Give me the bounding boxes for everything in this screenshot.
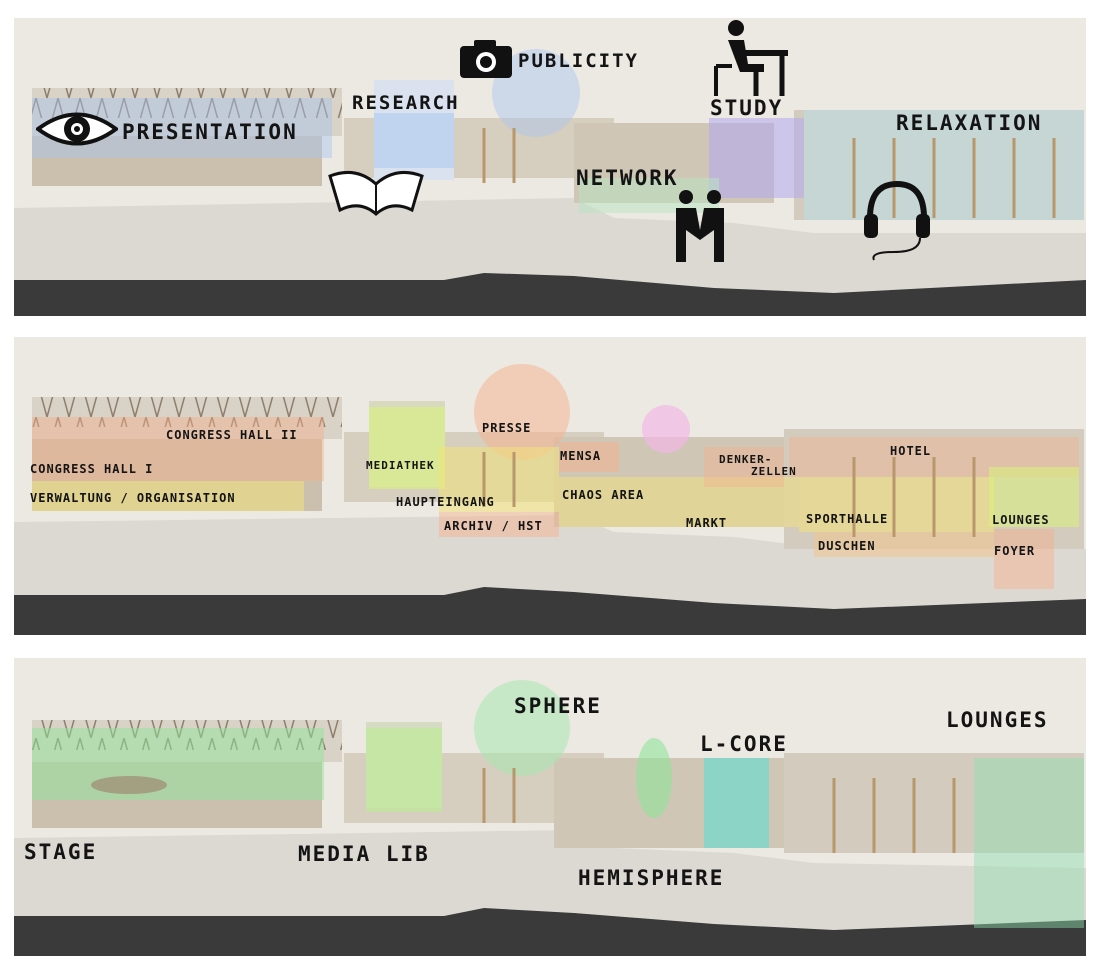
label-media-lib: MEDIA LIB xyxy=(298,842,430,866)
panel-elements: STAGE MEDIA LIB SPHERE HEMISPHERE L-CORE… xyxy=(14,658,1086,956)
label-lounges: LOUNGES xyxy=(992,513,1050,527)
label-mediathek: MEDIATHEK xyxy=(366,459,435,472)
label-network: NETWORK xyxy=(576,166,679,190)
label-congress-hall-ii: CONGRESS HALL II xyxy=(166,428,298,442)
label-hemisphere: HEMISPHERE xyxy=(578,866,725,890)
label-chaos-area: CHAOS AREA xyxy=(562,488,645,502)
label-duschen: DUSCHEN xyxy=(818,539,876,553)
label-relaxation: RELAXATION xyxy=(896,111,1043,135)
label-archiv: ARCHIV / HST xyxy=(444,519,543,533)
headphones-icon xyxy=(864,180,930,261)
label-study: STUDY xyxy=(710,96,784,120)
label-verwaltung: VERWALTUNG / ORGANISATION xyxy=(30,491,236,505)
panel-program: CONGRESS HALL II CONGRESS HALL I VERWALT… xyxy=(14,337,1086,635)
label-denker-1: DENKER- xyxy=(719,453,773,466)
label-sphere: SPHERE xyxy=(514,694,602,718)
camera-icon xyxy=(460,40,512,78)
label-mensa: MENSA xyxy=(560,449,602,463)
label-presentation: PRESENTATION xyxy=(122,120,298,144)
label-research: RESEARCH xyxy=(352,92,460,114)
label-presse: PRESSE xyxy=(482,421,532,435)
label-foyer: FOYER xyxy=(994,544,1036,558)
label-markt: MARKT xyxy=(686,516,728,530)
model-scene xyxy=(14,680,1086,956)
label-denker-2: ZELLEN xyxy=(751,465,797,478)
handshake-icon xyxy=(676,190,724,262)
label-hotel: HOTEL xyxy=(890,444,932,458)
label-sporthalle: SPORTHALLE xyxy=(806,512,889,526)
panel-functions: PRESENTATION RESEARCH PUBLICITY STUDY RE… xyxy=(14,18,1086,316)
eye-icon xyxy=(36,112,118,146)
book-icon xyxy=(328,170,424,216)
study-desk-icon xyxy=(714,20,788,96)
model-scene xyxy=(14,49,1086,316)
label-publicity: PUBLICITY xyxy=(518,50,639,72)
label-lounges: LOUNGES xyxy=(946,708,1049,732)
label-haupteingang: HAUPTEINGANG xyxy=(396,495,495,509)
label-l-core: L-CORE xyxy=(700,732,788,756)
model-scene xyxy=(14,364,1086,635)
label-stage: STAGE xyxy=(24,840,98,864)
label-congress-hall-i: CONGRESS HALL I xyxy=(30,462,154,476)
